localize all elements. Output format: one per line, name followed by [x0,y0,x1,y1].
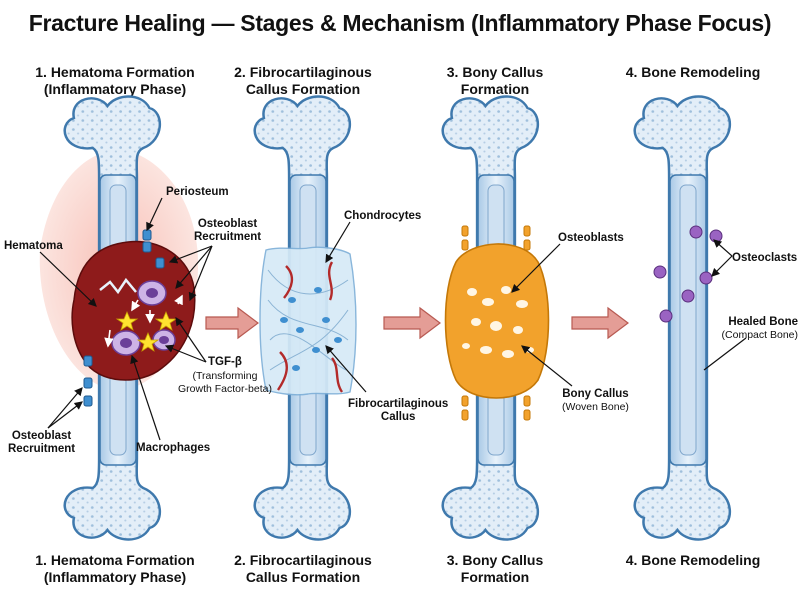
stage-1-title-line1: 1. Hematoma Formation [35,64,195,80]
stage-1-bone [39,95,213,541]
hematoma-label: Hematoma [4,240,63,252]
healed-bone-label: Healed Bone (Compact Bone) [718,316,798,342]
stage-3-footer-line2: Formation [460,569,530,585]
fibrocartilaginous-callus-line2: Callus [380,411,416,423]
stage-2-footer: 2. Fibrocartilaginous Callus Formation [208,552,398,586]
tgf-beta-description: (Transforming Growth Factor-beta) [178,370,272,396]
osteoblast-recruitment-bottom-line2: Recruitment [8,443,76,455]
healed-bone-title: Healed Bone [728,316,798,328]
healed-bone-subtitle: (Compact Bone) [721,329,798,341]
stage-4-title-line1: 4. Bone Remodeling [625,64,761,80]
bony-callus-subtitle: (Woven Bone) [562,401,629,413]
stage-2-footer-line1: 2. Fibrocartilaginous [234,552,372,568]
bony-callus-title: Bony Callus [562,388,629,400]
stage-1-footer-line1: 1. Hematoma Formation [35,552,195,568]
osteoclasts-label: Osteoclasts [732,252,798,264]
page-title: Fracture Healing — Stages & Mechanism (I… [28,10,772,36]
stage-4-footer-line1: 4. Bone Remodeling [625,552,761,568]
periosteum-label: Periosteum [166,186,229,198]
stage-2-title-line1: 2. Fibrocartilaginous [234,64,372,80]
stage-2-bone [253,95,367,541]
stage-arrow-1 [205,306,259,340]
stage-2-footer-line2: Callus Formation [245,569,361,585]
osteoblasts-label: Osteoblasts [558,232,624,244]
tgf-beta-description-line2: Growth Factor-beta) [178,383,272,395]
stage-1-footer: 1. Hematoma Formation (Inflammatory Phas… [20,552,210,586]
fibrocartilaginous-callus-line1: Fibrocartilaginous [348,398,449,410]
tgf-beta-label: TGF-β [208,356,242,368]
stage-4-header: 4. Bone Remodeling [598,64,788,81]
osteoblast-recruitment-bottom-label: Osteoblast Recruitment [8,430,75,456]
osteoblast-recruitment-top-line1: Osteoblast [197,218,258,230]
stage-4-footer: 4. Bone Remodeling [598,552,788,569]
stage-1-header: 1. Hematoma Formation (Inflammatory Phas… [20,64,210,98]
stage-2-title-line2: Callus Formation [245,81,361,97]
stage-1-footer-line2: (Inflammatory Phase) [43,569,187,585]
chondrocytes-label: Chondrocytes [344,210,422,222]
osteoblast-recruitment-bottom-line1: Osteoblast [11,430,72,442]
stage-3-title-line1: 3. Bony Callus [446,64,544,80]
stage-2-header: 2. Fibrocartilaginous Callus Formation [208,64,398,98]
stage-3-footer: 3. Bony Callus Formation [400,552,590,586]
stage-1-title-line2: (Inflammatory Phase) [43,81,187,97]
stage-3-bone [441,95,573,541]
stage-arrow-2 [383,306,441,340]
stage-3-footer-line1: 3. Bony Callus [446,552,544,568]
fibrocartilaginous-callus-label: Fibrocartilaginous Callus [348,398,448,424]
stage-3-header: 3. Bony Callus Formation [400,64,590,98]
stage-4-bone [633,95,747,541]
osteoblast-recruitment-top-label: Osteoblast Recruitment [194,218,261,244]
stage-arrow-3 [571,306,629,340]
tgf-beta-description-line1: (Transforming [192,370,258,382]
macrophages-label: Macrophages [136,442,211,454]
osteoblast-recruitment-top-line2: Recruitment [194,231,262,243]
stage-3-title-line2: Formation [460,81,530,97]
bony-callus-label: Bony Callus (Woven Bone) [562,388,629,414]
